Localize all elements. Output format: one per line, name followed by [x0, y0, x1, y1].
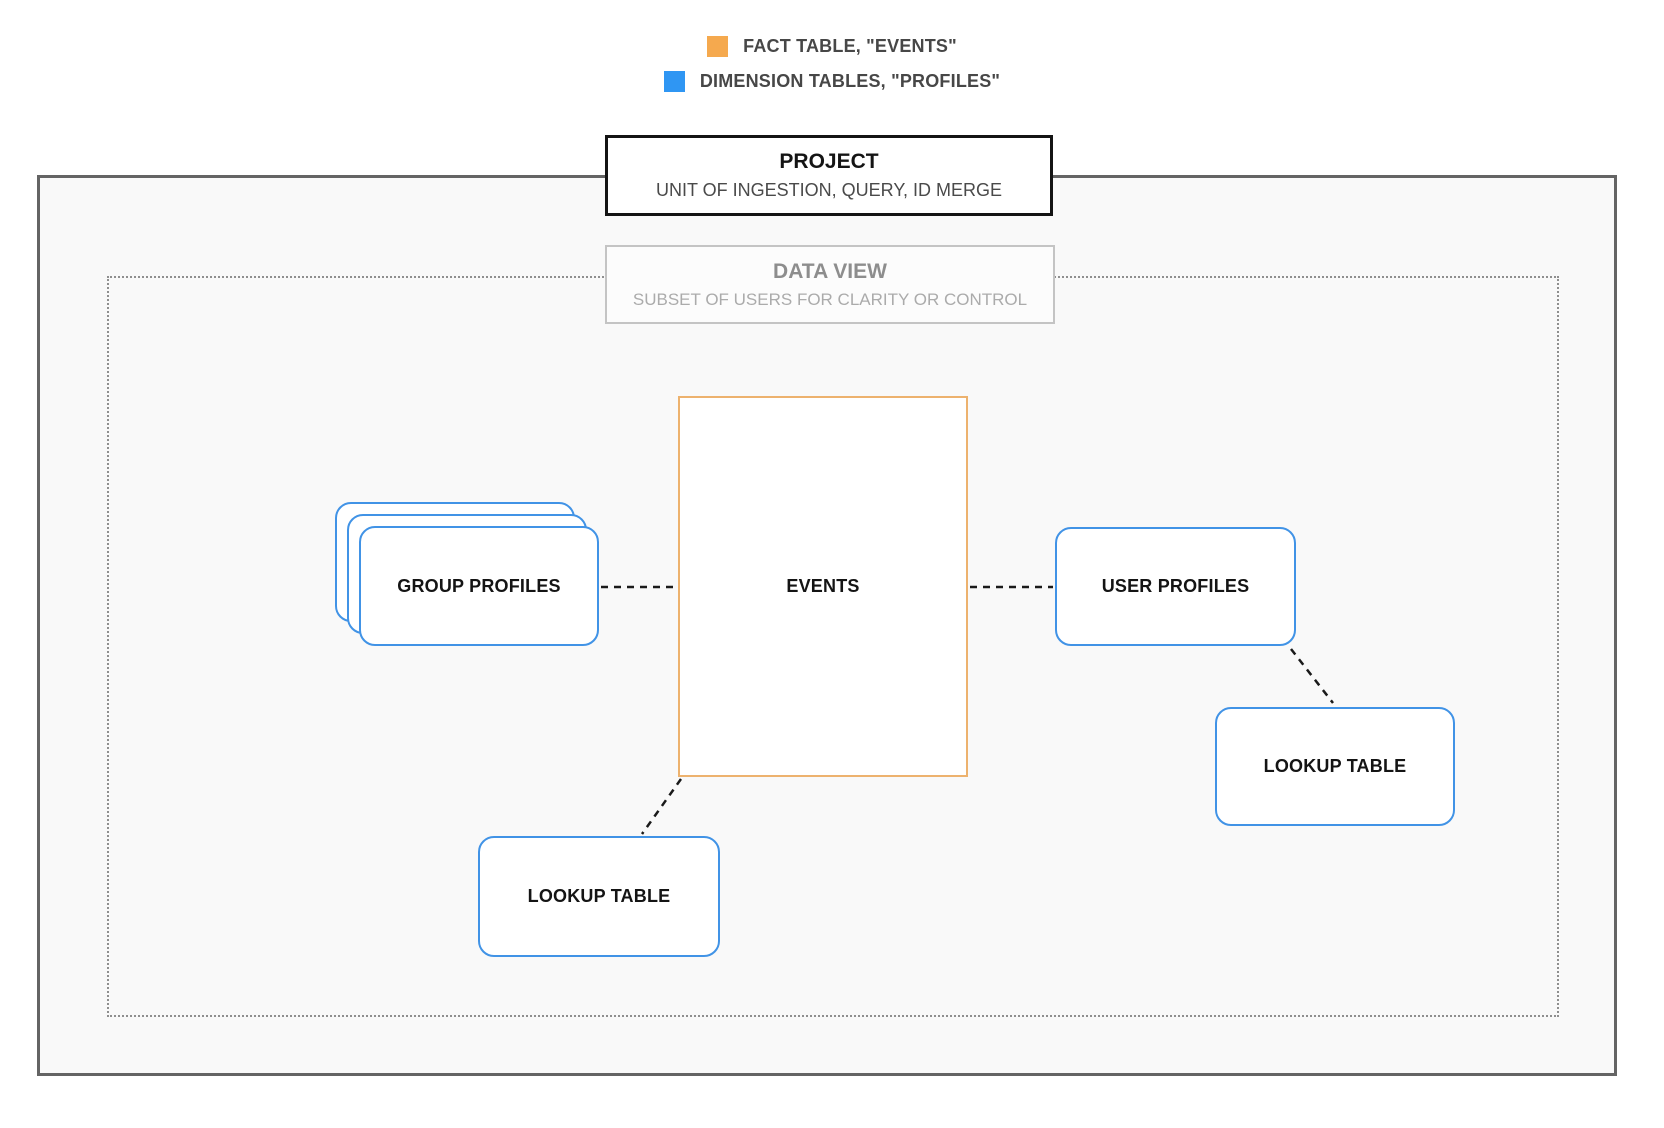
group-profiles-label: GROUP PROFILES — [397, 575, 561, 596]
user-profiles-label: USER PROFILES — [1101, 576, 1250, 596]
lookup-table-right-node: LOOKUP TABLE — [1215, 707, 1455, 826]
events-label: EVENTS — [786, 576, 860, 596]
user-profiles-node: USER PROFILES — [1055, 527, 1296, 646]
fact-table-swatch-icon — [707, 36, 729, 57]
lookup-table-bottom-node: LOOKUP TABLE — [478, 836, 720, 957]
data-view-title: DATA VIEW — [773, 259, 887, 283]
legend: FACT TABLE, "EVENTS" DIMENSION TABLES, "… — [0, 36, 1664, 92]
legend-item-fact: FACT TABLE, "EVENTS" — [707, 36, 957, 57]
legend-label-dimension: DIMENSION TABLES, "PROFILES" — [699, 71, 1001, 91]
events-node: EVENTS — [678, 396, 968, 777]
legend-item-dimension: DIMENSION TABLES, "PROFILES" — [663, 71, 1001, 92]
legend-label-fact: FACT TABLE, "EVENTS" — [743, 36, 957, 56]
lookup-table-bottom-label: LOOKUP TABLE — [527, 886, 671, 906]
group-profiles-node: GROUP PROFILES — [359, 526, 599, 646]
project-header-box: PROJECT UNIT OF INGESTION, QUERY, ID MER… — [605, 135, 1053, 216]
data-view-subtitle: SUBSET OF USERS FOR CLARITY OR CONTROL — [632, 289, 1028, 309]
project-title: PROJECT — [779, 150, 879, 173]
data-view-header-box: DATA VIEW SUBSET OF USERS FOR CLARITY OR… — [605, 245, 1055, 324]
dimension-tables-swatch-icon — [663, 71, 685, 92]
lookup-table-right-label: LOOKUP TABLE — [1263, 756, 1407, 776]
project-subtitle: UNIT OF INGESTION, QUERY, ID MERGE — [655, 180, 1003, 200]
